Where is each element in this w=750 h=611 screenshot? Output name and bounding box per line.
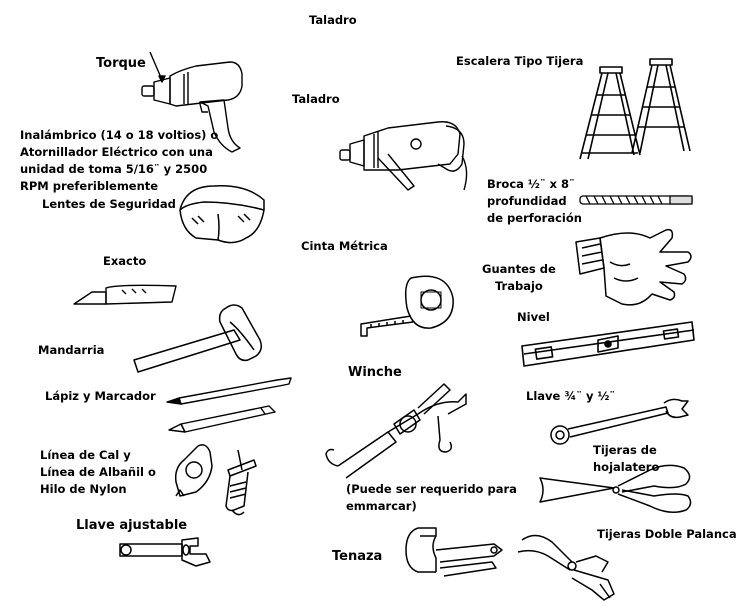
pencil-marker-icon [165, 374, 295, 436]
label-tenaza: Tenaza [332, 549, 383, 564]
label-taladro: Taladro [292, 92, 340, 106]
label-mandarria: Mandarria [38, 343, 105, 357]
label-escalera: Escalera Tipo Tijera [456, 54, 584, 68]
tape-measure-icon [357, 268, 462, 348]
label-nivel: Nivel [517, 310, 550, 324]
label-taladro-top: Taladro [309, 13, 357, 27]
safety-glasses-icon [174, 180, 270, 250]
label-llave-34: Llave ¾¨ y ½¨ [526, 389, 616, 403]
label-tijeras-doble: Tijeras Doble Palanca [597, 527, 737, 541]
drill-bit-icon [578, 192, 696, 208]
sledge-hammer-icon [130, 300, 270, 376]
corded-drill-icon [338, 104, 473, 194]
locking-pliers-icon [396, 522, 506, 597]
tin-snips-icon [538, 458, 698, 520]
chalk-line-icon [172, 430, 272, 520]
label-llave-ajustable: Llave ajustable [76, 518, 188, 533]
step-ladder-icon [572, 55, 697, 163]
compound-snips-icon [512, 526, 622, 606]
level-icon [518, 318, 698, 373]
cordless-drill-icon [140, 52, 250, 157]
label-lentes: Lentes de Seguridad [42, 197, 176, 211]
label-linea-cal: Línea de Cal y Línea de Albañil o Hilo d… [40, 448, 156, 496]
label-broca: Broca ½¨ x 8¨ profundidad de perforación [487, 177, 582, 225]
adjustable-wrench-icon [116, 536, 216, 572]
label-guantes: Guantes de Trabajo [482, 262, 556, 293]
utility-knife-icon [72, 282, 180, 310]
label-exacto: Exacto [103, 254, 147, 268]
combination-wrench-icon [548, 397, 698, 445]
ratchet-winch-icon [318, 380, 473, 486]
work-gloves-icon [570, 222, 695, 314]
label-puede: (Puede ser requerido para emmarcar) [346, 482, 517, 513]
label-torque: Torque [96, 56, 146, 71]
label-tijeras-hojalatero: Tijeras de hojalatero [593, 443, 660, 474]
label-cinta: Cinta Métrica [301, 239, 388, 253]
label-winche: Winche [348, 365, 402, 380]
label-inalambrico: Inalámbrico (14 o 18 voltios) o Atornill… [20, 128, 219, 193]
label-lapiz: Lápiz y Marcador [45, 389, 156, 403]
